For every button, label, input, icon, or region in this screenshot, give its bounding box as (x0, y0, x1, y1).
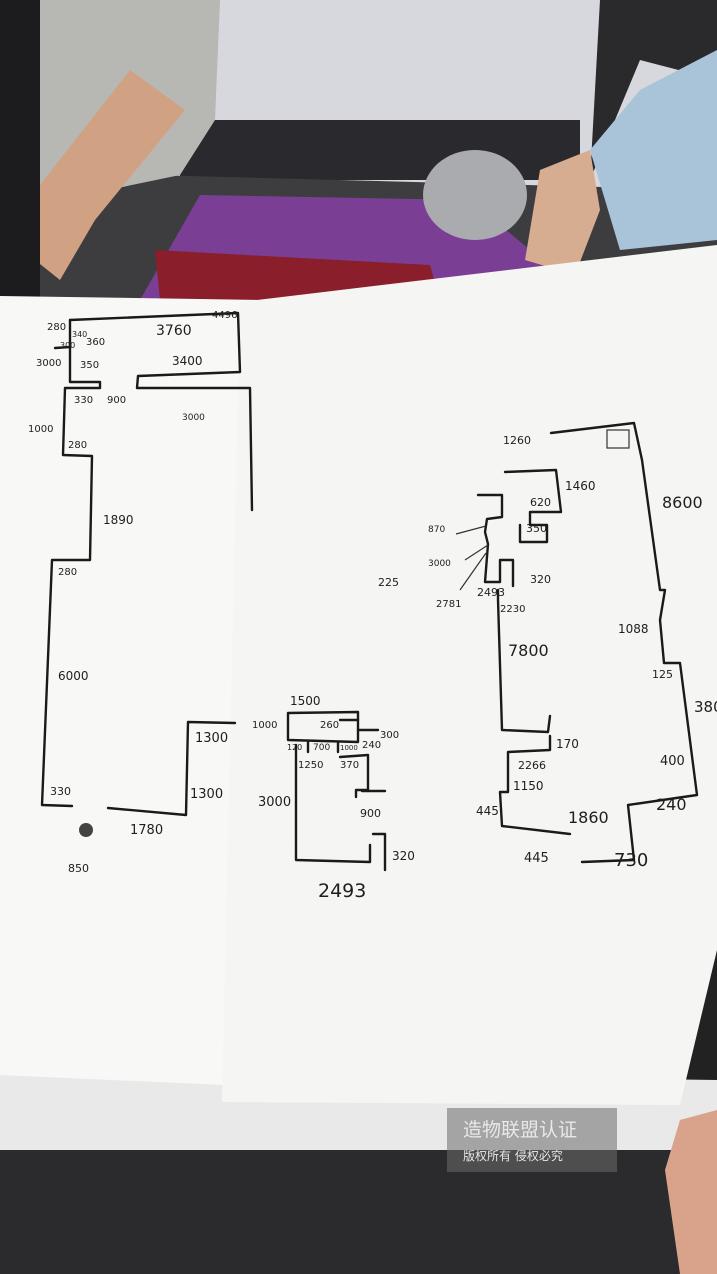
dim-label: 900 (360, 807, 381, 820)
dim-label: 1260 (503, 434, 531, 447)
watermark: 造物联盟认证 版权所有 侵权必究 (447, 1108, 617, 1172)
scribble-box (606, 429, 630, 449)
dim-label: 2493 (477, 586, 505, 599)
baseboard (180, 120, 580, 180)
paper-left-sheet (0, 296, 265, 1085)
steel-cup (423, 150, 527, 240)
dim-label: 3000 (258, 795, 291, 810)
dim-label: 300 (60, 341, 75, 350)
dim-label: 240 (362, 740, 381, 751)
dim-label: 330 (50, 785, 71, 798)
dim-label: 445 (524, 851, 549, 866)
dim-label: 2266 (518, 759, 546, 772)
hand-right (665, 1110, 717, 1274)
dim-label: 870 (428, 525, 445, 535)
dim-label: 7800 (508, 641, 549, 660)
watermark-title: 造物联盟认证 (463, 1119, 577, 1141)
dim-label: 1088 (618, 622, 649, 636)
scribble (79, 823, 93, 837)
dim-label: 240 (656, 795, 687, 814)
dim-label: 320 (392, 849, 415, 863)
dim-label: 730 (614, 850, 648, 871)
dim-label: 1250 (298, 760, 323, 771)
dim-label: 300 (380, 730, 399, 741)
dim-label: 700 (313, 743, 330, 753)
dim-label: 445 (476, 804, 499, 818)
dim-label: 360 (86, 337, 105, 348)
dim-label: 280 (58, 567, 77, 578)
dim-label: 260 (320, 720, 339, 731)
dim-label: 2230 (500, 604, 525, 615)
chair-left (0, 0, 40, 300)
dim-label: 330 (74, 395, 93, 406)
dim-label: 370 (340, 760, 359, 771)
dim-label: 1150 (513, 779, 544, 793)
dim-label: 620 (530, 496, 551, 509)
person-right-shirt (590, 50, 717, 250)
floor-plan-left: 280 4496 3760 340 300 360 3000 350 3400 … (28, 310, 254, 875)
dim-label: 280 (47, 322, 66, 333)
dim-label: 320 (530, 573, 551, 586)
dim-label: 900 (107, 395, 126, 406)
dim-label: 120 (287, 743, 302, 752)
dim-label: 1460 (565, 479, 596, 493)
person-right-arm (525, 150, 600, 275)
dim-label: 3400 (172, 354, 203, 368)
dim-label: 350 (526, 522, 547, 535)
watermark-subtitle: 版权所有 侵权必究 (463, 1148, 563, 1163)
dim-label: 1000 (252, 720, 277, 731)
dim-label: 1780 (130, 823, 163, 838)
dim-label: 125 (652, 668, 673, 681)
dim-label: 1860 (568, 808, 609, 827)
dim-label: 850 (68, 862, 89, 875)
floor-plan-right: 1260 1460 620 8600 870 350 3000 225 320 … (378, 421, 717, 871)
dim-label: 280 (68, 440, 87, 451)
dim-label: 4496 (212, 310, 237, 321)
dim-label: 3000 (428, 559, 451, 569)
dim-label: 400 (660, 754, 685, 769)
person-left-arm (35, 70, 185, 280)
dim-label: 1890 (103, 513, 134, 527)
dim-label: 8600 (662, 493, 703, 512)
dim-label: 225 (378, 576, 399, 589)
paper-right-sheet (222, 245, 717, 1105)
dim-label: 1300 (195, 731, 228, 746)
chair-right (590, 0, 717, 180)
floor-plan-middle: 1500 1000 260 300 120 700 1000 240 1250 … (252, 694, 415, 902)
dim-label: 350 (80, 360, 99, 371)
dim-label: 3760 (156, 323, 192, 339)
dim-label: 380 (694, 698, 717, 716)
dim-label: 3000 (182, 413, 205, 423)
dim-label: 3000 (36, 358, 61, 369)
dim-label: 2493 (318, 880, 366, 902)
dim-label: 1500 (290, 694, 321, 708)
dim-label: 2781 (436, 599, 461, 610)
dim-label: 340 (72, 330, 87, 339)
dim-label: 1300 (190, 787, 223, 802)
dim-label: 1000 (340, 744, 358, 752)
dim-label: 170 (556, 737, 579, 751)
dim-label: 6000 (58, 669, 89, 683)
dim-label: 1000 (28, 424, 53, 435)
